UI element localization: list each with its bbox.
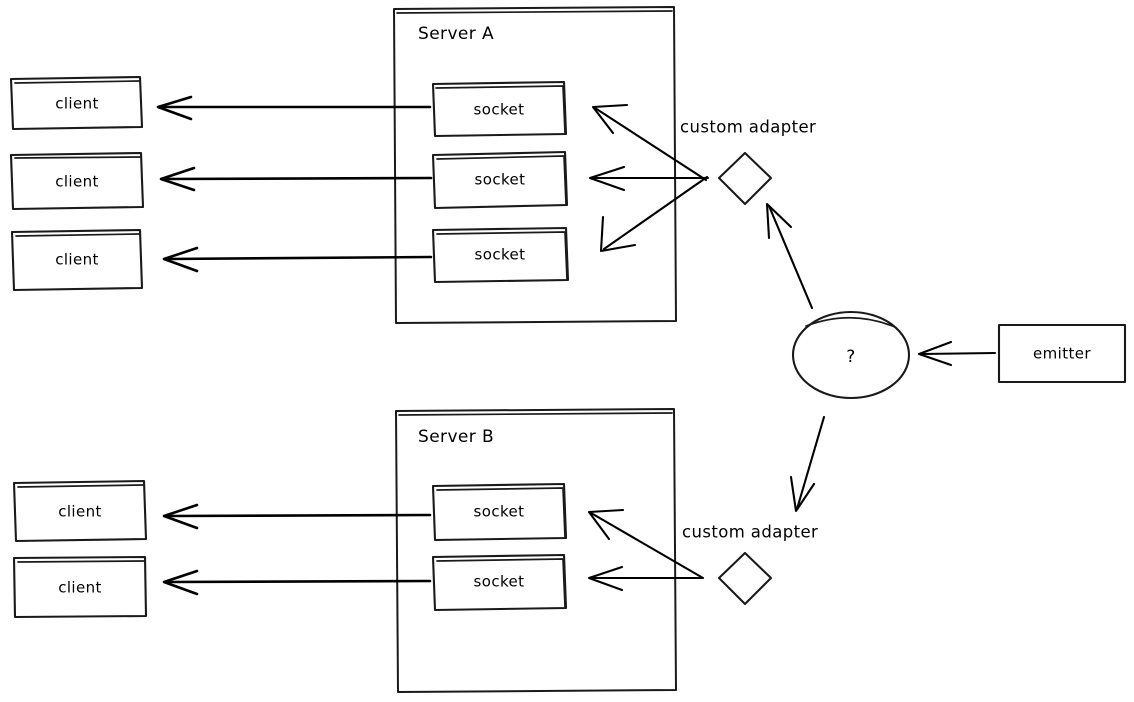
client-box-outline [12,479,148,543]
socket-box-outline [431,150,569,210]
socket-label: socket [474,503,525,521]
arrow-adapter-to-socket-a2 [588,165,710,192]
socket-label: socket [474,101,525,119]
client-label: client [55,251,99,269]
emitter-box-outline [997,323,1127,384]
arrow-emitter-to-broker [917,340,997,367]
adapter-top-group[interactable]: custom adapter [680,118,816,206]
client-box-sketch-line [14,156,141,159]
server-a-box-outline [393,6,677,324]
socket-box-sketch-line [436,231,568,280]
client-box-b1[interactable]: client [12,479,148,543]
arrow-broker-to-adapter-bottom [789,415,826,513]
arrow-socket-to-client-a1 [156,95,432,121]
server-a-socket-3[interactable]: socket [431,226,570,284]
client-box-a3[interactable]: client [10,228,144,292]
socket-box-outline [431,553,568,612]
adapter-bottom-label: custom adapter [682,523,818,542]
client-box-outline [9,151,145,211]
server-a-label: Server A [418,24,494,44]
server-a-socket-1[interactable]: socket [431,80,568,138]
server-a-box-sketch-line [396,10,673,14]
socket-box-outline [431,80,568,138]
server-b-container[interactable]: Server B [395,408,677,693]
arrow-socket-to-client-b1 [162,503,432,530]
socket-box-sketch-line [436,487,566,538]
emitter-box[interactable]: emitter [997,323,1127,384]
socket-box-outline [431,226,570,284]
socket-label: socket [475,171,526,189]
client-box-sketch-line [14,80,140,84]
broker-node[interactable]: ? [791,310,911,400]
socket-box-sketch-line [436,558,566,608]
client-box-a1[interactable]: client [9,75,144,131]
broker-ellipse [791,310,911,400]
arrow-adapter-to-socket-a1 [591,103,708,182]
adapter-bottom-group[interactable]: custom adapter [682,523,818,606]
adapter-top-label: custom adapter [680,118,816,137]
adapter-top-diamond [717,151,773,206]
broker-ellipse-sketch-line [805,316,896,328]
server-b-socket-1[interactable]: socket [431,482,568,542]
server-b-box-outline [395,408,677,693]
client-box-b2[interactable]: client [12,555,148,619]
client-box-sketch-line [17,484,144,488]
socket-label: socket [475,246,526,264]
arrow-socket-to-client-a2 [159,166,433,192]
client-box-outline [9,75,144,131]
server-b-socket-2[interactable]: socket [431,553,568,612]
client-box-outline [12,555,148,619]
adapter-bottom-diamond [717,551,773,606]
server-a-container[interactable]: Server A [393,6,677,324]
client-label: client [55,95,99,113]
arrow-adapter-to-socket-b2 [587,565,704,592]
arrow-socket-to-client-b2 [162,569,432,596]
arrow-adapter-to-socket-b1 [587,508,705,580]
client-label: client [58,579,102,597]
server-b-label: Server B [418,427,494,447]
emitter-label: emitter [1033,345,1091,363]
server-a-socket-2[interactable]: socket [431,150,569,210]
socket-box-outline [431,482,568,542]
broker-label: ? [846,347,855,367]
client-box-sketch-line [15,233,140,237]
client-label: client [55,173,99,191]
client-box-a2[interactable]: client [9,151,145,211]
client-box-outline [10,228,144,292]
client-box-sketch-line [17,560,145,563]
arrow-broker-to-adapter-top [765,202,814,310]
socket-label: socket [474,573,525,591]
socket-box-sketch-line [436,155,567,205]
client-label: client [58,503,102,521]
arrow-adapter-to-socket-a3 [599,175,709,253]
socket-box-sketch-line [435,85,566,134]
arrow-socket-to-client-a3 [162,246,433,273]
server-b-box-sketch-line [398,412,673,416]
